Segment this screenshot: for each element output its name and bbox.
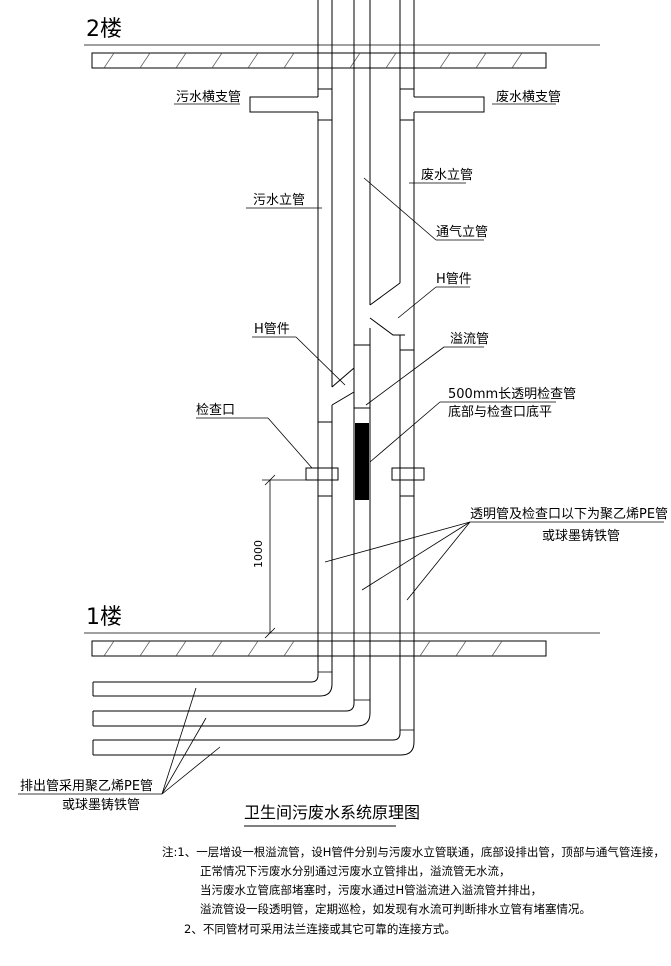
note-line-1: 注:1、一层增设一根溢流管，设H管件分别与污废水立管联通，底部设排出管，顶部与通… (162, 845, 665, 859)
label-drain-2: 或球墨铸铁管 (62, 797, 140, 813)
dimension-1000 (262, 474, 306, 639)
label-waste-branch: 废水横支管 (496, 89, 561, 105)
label-vent-pipe: 通气立管 (436, 224, 488, 240)
vent-and-overflow-pipe (92, 0, 405, 727)
label-material-2: 或球墨铸铁管 (542, 528, 620, 544)
label-h-fitting-lower: H管件 (254, 322, 290, 337)
waste-riser (92, 0, 485, 756)
note-line-3: 当污废水立管底部堵塞时，污废水通过H管溢流进入溢流管并排出， (200, 883, 542, 897)
floor-label-upper: 2楼 (86, 17, 122, 42)
note-line-4: 溢流管设一段透明管，定期巡检，如发现有水流可判断排水立管有堵塞情况。 (200, 902, 591, 916)
sewage-riser (92, 0, 339, 697)
label-h-fitting-upper: H管件 (436, 272, 472, 287)
label-sewage-branch: 污水横支管 (176, 90, 241, 105)
floor-slab-upper (84, 44, 600, 69)
transparent-inspection-pipe (355, 423, 369, 500)
label-sewage-riser: 污水立管 (253, 193, 305, 208)
diagram-title: 卫生间污废水系统原理图 (244, 803, 420, 822)
label-material-1: 透明管及检查口以下为聚乙烯PE管 (470, 507, 668, 522)
label-waste-riser: 废水立管 (421, 167, 473, 183)
floor-label-lower: 1楼 (86, 605, 122, 630)
leader-lines (18, 103, 664, 795)
label-cleanout: 检查口 (196, 403, 235, 418)
label-inspection-pipe-1: 500mm长透明检查管 (448, 387, 576, 402)
label-inspection-pipe-2: 底部与检查口底平 (448, 404, 552, 420)
floor-slab-lower (84, 632, 600, 657)
label-drain-1: 排出管采用聚乙烯PE管 (20, 779, 153, 794)
note-line-2: 正常情况下污废水分别通过污废水立管排出，溢流管无水流， (200, 864, 511, 878)
label-overflow-pipe: 溢流管 (450, 332, 489, 347)
dimension-label: 1000 (252, 540, 265, 568)
note-line-5: 2、不同管材可采用法兰连接或其它可靠的连接方式。 (184, 922, 456, 936)
